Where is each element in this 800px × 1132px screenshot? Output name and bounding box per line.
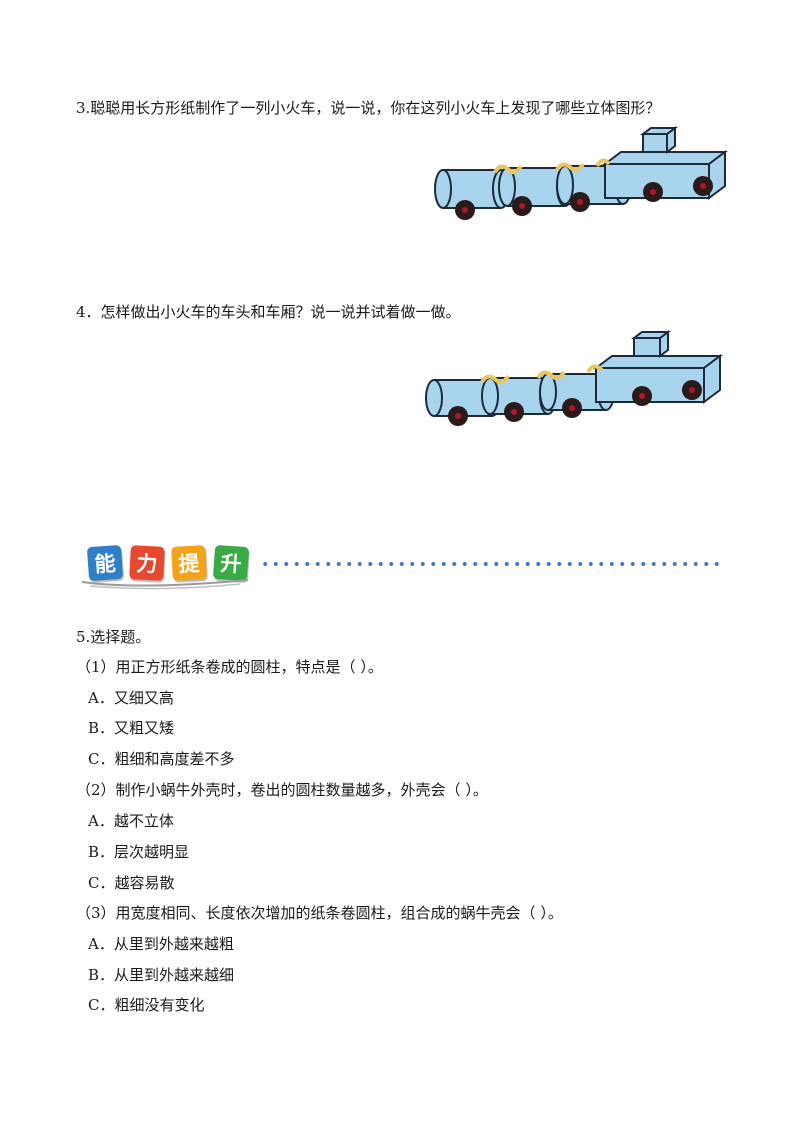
question-4: 4．怎样做出小火车的车头和车厢？说一说并试着做一做。 (76, 303, 461, 321)
q5-2-option-b: B．层次越明显 (88, 843, 190, 861)
q5-1-option-a: A．又细又高 (88, 689, 174, 707)
q5-3-option-b: B．从里到外越来越细 (88, 966, 235, 984)
train-illustration-1 (434, 126, 728, 220)
q5-2-option-a: A．越不立体 (88, 812, 174, 830)
train-wheels (455, 176, 713, 220)
question-5-3-stem: （3）用宽度相同、长度依次增加的纸条卷圆柱，组合成的蜗牛壳会（ ）。 (76, 904, 563, 922)
train-car-cylinder-1 (434, 169, 510, 209)
train-car-cylinder-2 (498, 167, 574, 207)
train-rope-links (493, 158, 611, 175)
q5-1-option-c: C．粗细和高度差不多 (88, 750, 235, 768)
section-badge-ability: 能 力 提 升 (80, 540, 730, 596)
q5-3-option-a: A．从里到外越来越粗 (88, 935, 234, 953)
badge-swoosh (81, 579, 249, 590)
section-dotted-divider (260, 562, 720, 566)
train-illustration-2 (425, 330, 723, 426)
question-5-2-stem: （2）制作小蜗牛外壳时，卷出的圆柱数量越多，外壳会（ ）。 (76, 781, 488, 799)
q5-2-option-c: C．越容易散 (88, 874, 175, 892)
q5-1-option-b: B．又粗又矮 (88, 719, 175, 737)
train-rope-links (480, 364, 604, 385)
question-3: 3.聪聪用长方形纸制作了一列小火车，说一说，你在这列小火车上发现了哪些立体图形？ (76, 99, 661, 117)
question-5-1-stem: （1）用正方形纸条卷成的圆柱，特点是（ ）。 (76, 658, 383, 676)
train-wheels (448, 380, 702, 426)
q5-3-option-c: C．粗细没有变化 (88, 996, 205, 1014)
question-5-title: 5.选择题。 (76, 628, 151, 646)
